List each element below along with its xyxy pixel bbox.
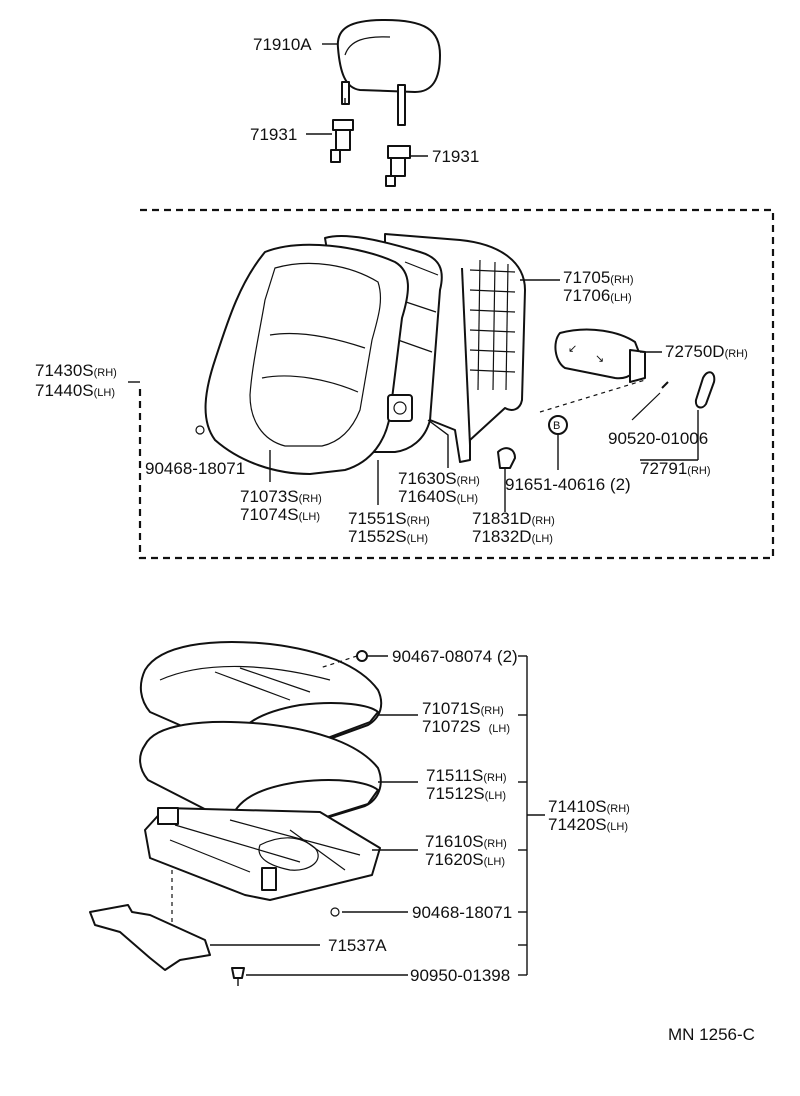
- headrest-guide-left: [330, 119, 354, 163]
- label-hinge-lh: 71832D(LH): [472, 527, 553, 546]
- cushion-spring-frame: [144, 807, 381, 901]
- svg-text:B: B: [553, 420, 560, 432]
- label-hogring-upper: 90468-18071: [145, 459, 245, 478]
- label-guide-right: 71931: [432, 147, 479, 166]
- label-cushion-spring-lh: 71620S(LH): [425, 850, 505, 869]
- hogring-lower: [330, 907, 340, 917]
- leader-back-spring: [427, 419, 449, 468]
- clip-b: [631, 381, 669, 421]
- label-backframe-rh: 71705(RH): [563, 268, 634, 287]
- label-trim-cover-rh: 72791(RH): [640, 459, 711, 478]
- label-plate: 71537A: [328, 936, 387, 955]
- headrest-guide-right: [385, 145, 411, 187]
- label-cushion-cover-rh: 71071S(RH): [422, 699, 504, 718]
- label-back-spring-rh: 71630S(RH): [398, 469, 480, 488]
- seatback-cover: [204, 243, 413, 475]
- headrest: [336, 19, 441, 126]
- reference-code: MN 1256-C: [668, 1025, 755, 1044]
- label-headrest: 71910A: [253, 35, 312, 54]
- label-cushion-assy-rh: 71410S(RH): [548, 797, 630, 816]
- clip-bottom: [231, 967, 245, 986]
- label-back-pad-rh: 71551S(RH): [348, 509, 430, 528]
- trim-cover-rh: [640, 371, 716, 461]
- label-back-assy-lh: 71440S(LH): [35, 381, 115, 400]
- label-clip-bottom: 90950-01398: [410, 966, 510, 985]
- label-hogring-lower: 90468-18071: [412, 903, 512, 922]
- label-cushion-cover-lh: 71072S(LH): [422, 717, 510, 736]
- seatback-assembly-box: [138, 208, 775, 560]
- label-cushion-pad-rh: 71511S(RH): [426, 766, 507, 785]
- label-back-assy-rh: 71430S(RH): [35, 361, 117, 380]
- label-cushion-pad-lh: 71512S(LH): [426, 784, 506, 803]
- label-back-pad-lh: 71552S(LH): [348, 527, 428, 546]
- label-screw-b: 91651-40616 (2): [505, 475, 631, 494]
- dashed-link-b: [539, 379, 646, 413]
- label-back-cover-lh: 71074S(LH): [240, 505, 320, 524]
- label-cushion-assy-lh: 71420S(LH): [548, 815, 628, 834]
- fastener-top: [319, 650, 368, 669]
- screw-b-callout: B: [548, 415, 568, 470]
- cushion-assembly-bracket: [518, 655, 545, 976]
- label-backframe-lh: 71706(LH): [563, 286, 632, 305]
- hogring-upper: [195, 425, 205, 435]
- label-hinge-rh: 71831D(RH): [472, 509, 555, 528]
- label-knob-rh: 72750D(RH): [665, 342, 748, 361]
- hinge: [497, 447, 516, 512]
- recliner-knob: ↙ ↘: [554, 328, 646, 383]
- seatback-frame: [384, 233, 526, 463]
- label-guide-left: 71931: [250, 125, 297, 144]
- label-back-spring-lh: 71640S(LH): [398, 487, 478, 506]
- label-fastener-top: 90467-08074 (2): [392, 647, 518, 666]
- plate: [89, 870, 211, 971]
- label-clip-b: 90520-01006: [608, 429, 708, 448]
- label-back-cover-rh: 71073S(RH): [240, 487, 322, 506]
- label-cushion-spring-rh: 71610S(RH): [425, 832, 507, 851]
- svg-text:↘: ↘: [595, 353, 604, 365]
- svg-text:↙: ↙: [568, 343, 577, 355]
